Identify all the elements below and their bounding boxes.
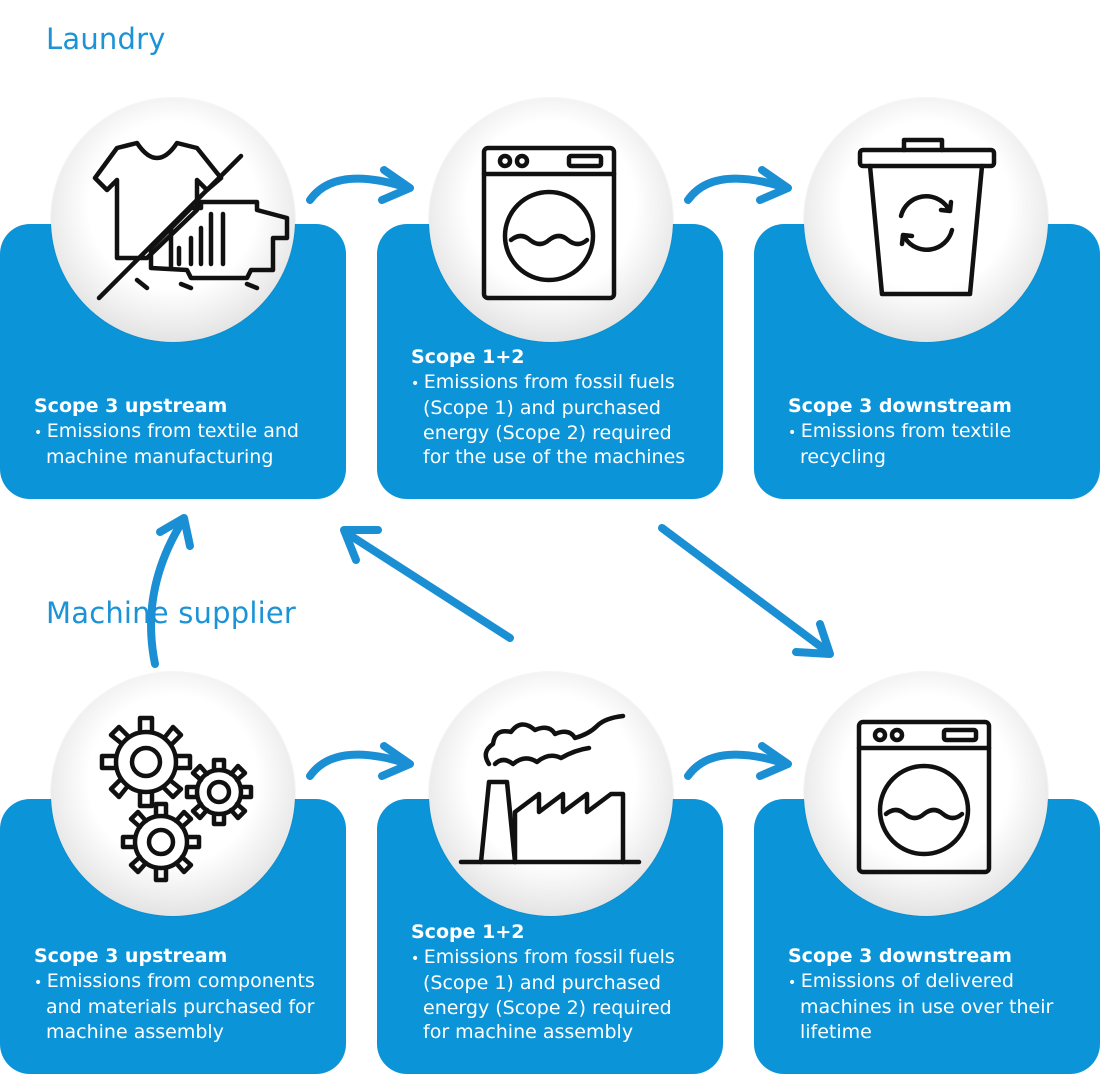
recycling-bin-icon: [857, 137, 997, 297]
card-bullet: Emissions from textile and machine manuf…: [34, 419, 299, 470]
card-line: energy (Scope 2) required: [423, 421, 672, 444]
card-bullet: Emissions from textile recycling: [788, 419, 1012, 470]
arrowhead: [156, 514, 194, 550]
card-heading: Scope 1+2: [411, 346, 525, 368]
card-line: and materials purchased for: [46, 996, 315, 1018]
arrow-supplier-scope12-to-downstream: [684, 750, 784, 780]
arrow-supplier-upstream-to-scope12: [306, 750, 406, 780]
card-bullet: Emissions from fossil fuels (Scope 1) an…: [411, 370, 685, 470]
card-line: recycling: [800, 446, 886, 468]
gears-icon: [99, 715, 254, 883]
card-heading: Scope 3 downstream: [788, 945, 1012, 967]
card-bullet: Emissions from fossil fuels (Scope 1) an…: [411, 945, 675, 1045]
card-line: Emissions from fossil fuels: [423, 370, 675, 393]
card-heading: Scope 1+2: [411, 921, 525, 943]
arrow-laundry-upstream-to-scope12: [306, 174, 406, 204]
card-line: machine assembly: [46, 1020, 224, 1043]
card-line: (Scope 1) and purchased: [423, 397, 661, 419]
arrow-supplier-scope12-to-laundry-upstream: [344, 530, 514, 642]
card-line: lifetime: [800, 1020, 872, 1043]
machine-supplier-title: Machine supplier: [46, 596, 296, 630]
card-line: Emissions of delivered: [800, 969, 1014, 992]
card-bullet: Emissions of delivered machines in use o…: [788, 969, 1053, 1045]
arrow-laundry-scope12-to-downstream: [684, 174, 784, 204]
card-line: Emissions from components: [46, 969, 315, 992]
card-heading: Scope 3 downstream: [788, 395, 1012, 417]
card-heading: Scope 3 upstream: [34, 395, 228, 417]
arrowhead: [792, 620, 834, 658]
arrowhead: [378, 166, 414, 204]
card-line: for the use of the machines: [423, 446, 686, 468]
washing-machine-icon: [856, 719, 992, 875]
card-text: Scope 3 upstream Emissions from componen…: [34, 944, 315, 1044]
supplier-scope12-circle: [429, 672, 673, 916]
card-line: machine manufacturing: [46, 446, 274, 468]
supplier-downstream-circle: [804, 672, 1048, 916]
laundry-scope12-card: Scope 1+2 Emissions from fossil fuels (S…: [377, 224, 723, 499]
arrowhead: [340, 526, 382, 564]
arrowhead: [756, 166, 792, 204]
arrow-supplier-to-laundry-upstream: [147, 518, 186, 668]
card-text: Scope 1+2 Emissions from fossil fuels (S…: [411, 920, 675, 1045]
factory-icon: [458, 713, 642, 865]
card-text: Scope 3 downstream Emissions of delivere…: [788, 944, 1053, 1044]
card-line: Emissions from fossil fuels: [423, 945, 675, 968]
card-text: Scope 3 downstream Emissions from textil…: [788, 394, 1012, 470]
arrowhead: [378, 742, 414, 780]
laundry-upstream-circle: [51, 98, 295, 342]
supplier-upstream-circle: [51, 672, 295, 916]
washing-machine-icon: [481, 145, 617, 301]
card-line: machines in use over their: [800, 996, 1054, 1018]
laundry-downstream-circle: [804, 98, 1048, 342]
laundry-title: Laundry: [46, 22, 166, 56]
card-bullet: Emissions from components and materials …: [34, 969, 315, 1045]
card-text: Scope 1+2 Emissions from fossil fuels (S…: [411, 345, 685, 470]
card-line: energy (Scope 2) required: [423, 996, 672, 1019]
card-line: Emissions from textile: [800, 419, 1012, 442]
card-line: Emissions from textile and: [46, 419, 299, 442]
card-heading: Scope 3 upstream: [34, 945, 228, 967]
arrowhead: [756, 742, 792, 780]
card-line: (Scope 1) and purchased: [423, 972, 661, 994]
card-line: for machine assembly: [423, 1021, 634, 1043]
arrow-laundry-scope12-to-supplier-downstream: [658, 524, 832, 656]
card-text: Scope 3 upstream Emissions from textile …: [34, 394, 299, 470]
laundry-scope12-circle: [429, 98, 673, 342]
tshirt-industry-icon: [92, 140, 290, 301]
